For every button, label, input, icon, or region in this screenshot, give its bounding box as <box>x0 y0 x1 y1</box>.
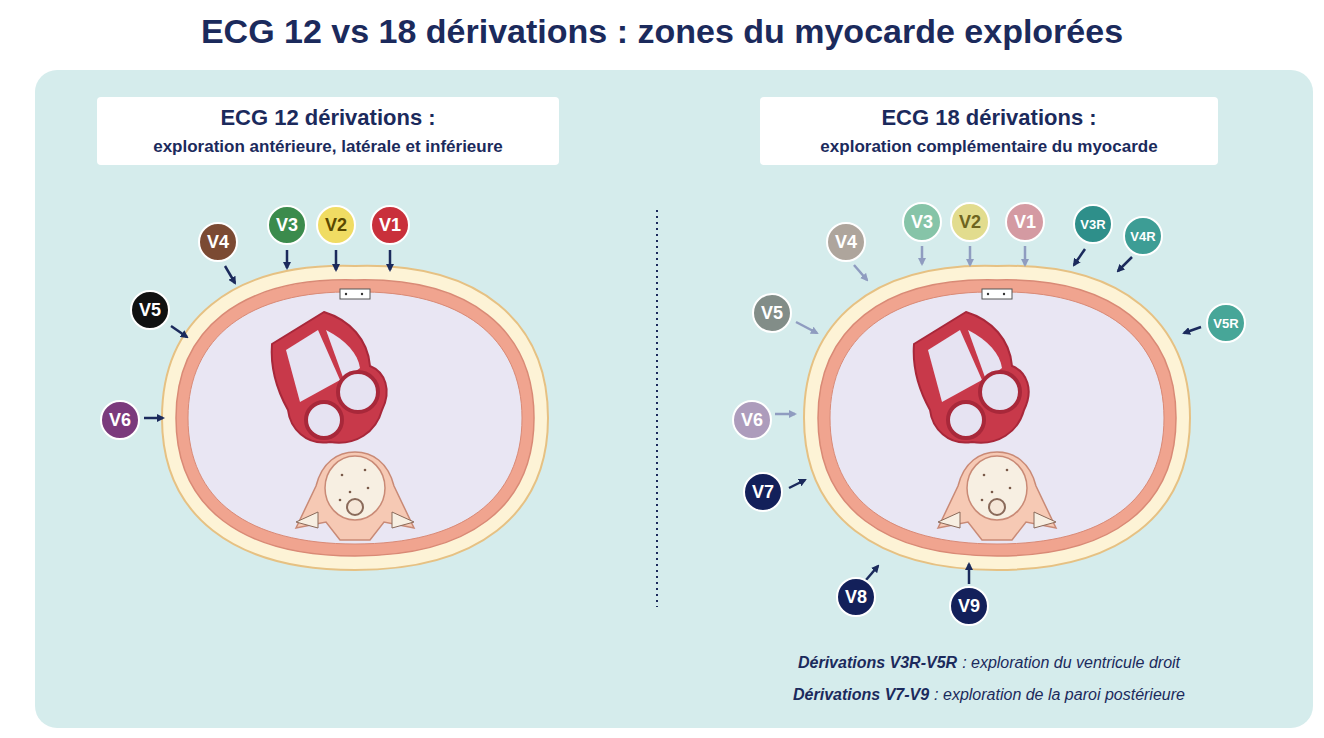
lead-marker: V6 <box>100 400 140 440</box>
lead-name: V2 <box>959 212 981 233</box>
lead-marker: V2 <box>316 205 356 245</box>
lead-marker: V7 <box>743 472 783 512</box>
lead-marker: V4 <box>826 222 866 262</box>
lead-name: V5R <box>1213 316 1238 331</box>
lead-name: V5 <box>761 303 783 324</box>
lead-name: V3R <box>1080 217 1105 232</box>
lead-marker: V9 <box>949 586 989 626</box>
lead-name: V8 <box>845 587 867 608</box>
lead-marker: V8 <box>836 577 876 617</box>
footnote-term: Dérivations V3R-V5R <box>798 654 957 671</box>
lead-marker: V5R <box>1206 303 1246 343</box>
header-title: ECG 18 dérivations : <box>774 105 1204 131</box>
lead-name: V4R <box>1130 229 1155 244</box>
lead-marker: V2 <box>950 202 990 242</box>
lead-marker: V4 <box>198 222 238 262</box>
lead-marker: V1 <box>1005 202 1045 242</box>
footnote-term: Dérivations V7-V9 <box>793 686 929 703</box>
header-title: ECG 12 dérivations : <box>111 105 545 131</box>
lead-name: V1 <box>379 215 401 236</box>
lead-name: V3 <box>911 212 933 233</box>
lead-name: V6 <box>109 410 131 431</box>
footnote-text: : exploration de la paroi postérieure <box>934 686 1185 703</box>
lead-marker: V3 <box>902 202 942 242</box>
lead-name: V6 <box>741 410 763 431</box>
lead-marker: V3 <box>267 205 307 245</box>
lead-name: V4 <box>207 232 229 253</box>
page-title: ECG 12 vs 18 dérivations : zones du myoc… <box>0 12 1324 51</box>
lead-marker: V5 <box>752 293 792 333</box>
lead-name: V1 <box>1014 212 1036 233</box>
footnote: Dérivations V3R-V5R : exploration du vent… <box>798 654 1180 672</box>
lead-marker: V3R <box>1073 204 1113 244</box>
lead-name: V7 <box>752 482 774 503</box>
lead-name: V2 <box>325 215 347 236</box>
lead-marker: V4R <box>1123 216 1163 256</box>
header-subtitle: exploration complémentaire du myocarde <box>774 137 1204 157</box>
lead-marker: V5 <box>130 290 170 330</box>
panel-header: ECG 18 dérivations : exploration compléme… <box>760 97 1218 165</box>
lead-marker: V6 <box>732 400 772 440</box>
lead-name: V9 <box>958 596 980 617</box>
lead-marker: V1 <box>370 205 410 245</box>
lead-name: V5 <box>139 300 161 321</box>
lead-name: V3 <box>276 215 298 236</box>
lead-name: V4 <box>835 232 857 253</box>
footnote: Dérivations V7-V9 : exploration de la par… <box>793 686 1185 704</box>
footnote-text: : exploration du ventricule droit <box>962 654 1180 671</box>
panel-header: ECG 12 dérivations : exploration antérieu… <box>97 97 559 165</box>
header-subtitle: exploration antérieure, latérale et infé… <box>111 137 545 157</box>
